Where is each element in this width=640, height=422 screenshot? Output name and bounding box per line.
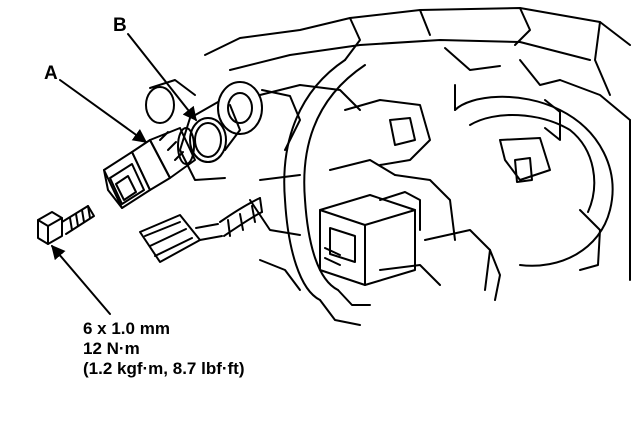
o-ring <box>189 117 227 163</box>
torque-value: 12 N·m <box>83 339 140 358</box>
sensor-body <box>103 127 196 209</box>
torque-alt-units: (1.2 kgf·m, 8.7 lbf·ft) <box>83 359 245 378</box>
callout-label-a: A <box>44 63 58 84</box>
wire-harness <box>283 59 371 326</box>
leader-arrow-bolt <box>51 244 111 315</box>
leader-arrow-b <box>127 33 197 122</box>
harness-plug <box>139 197 263 263</box>
engine-block <box>204 7 631 281</box>
engine-details <box>249 99 491 291</box>
sensor-bore <box>145 79 301 181</box>
torque-spec: 6 x 1.0 mm 12 N·m (1.2 kgf·m, 8.7 lbf·ft… <box>83 319 245 379</box>
leader-arrow-a <box>59 79 148 143</box>
bolt <box>37 205 95 245</box>
bolt-size: 6 x 1.0 mm <box>83 319 170 338</box>
callout-label-b: B <box>113 15 127 36</box>
harness-connector-block <box>319 191 421 286</box>
right-housing <box>454 95 614 301</box>
